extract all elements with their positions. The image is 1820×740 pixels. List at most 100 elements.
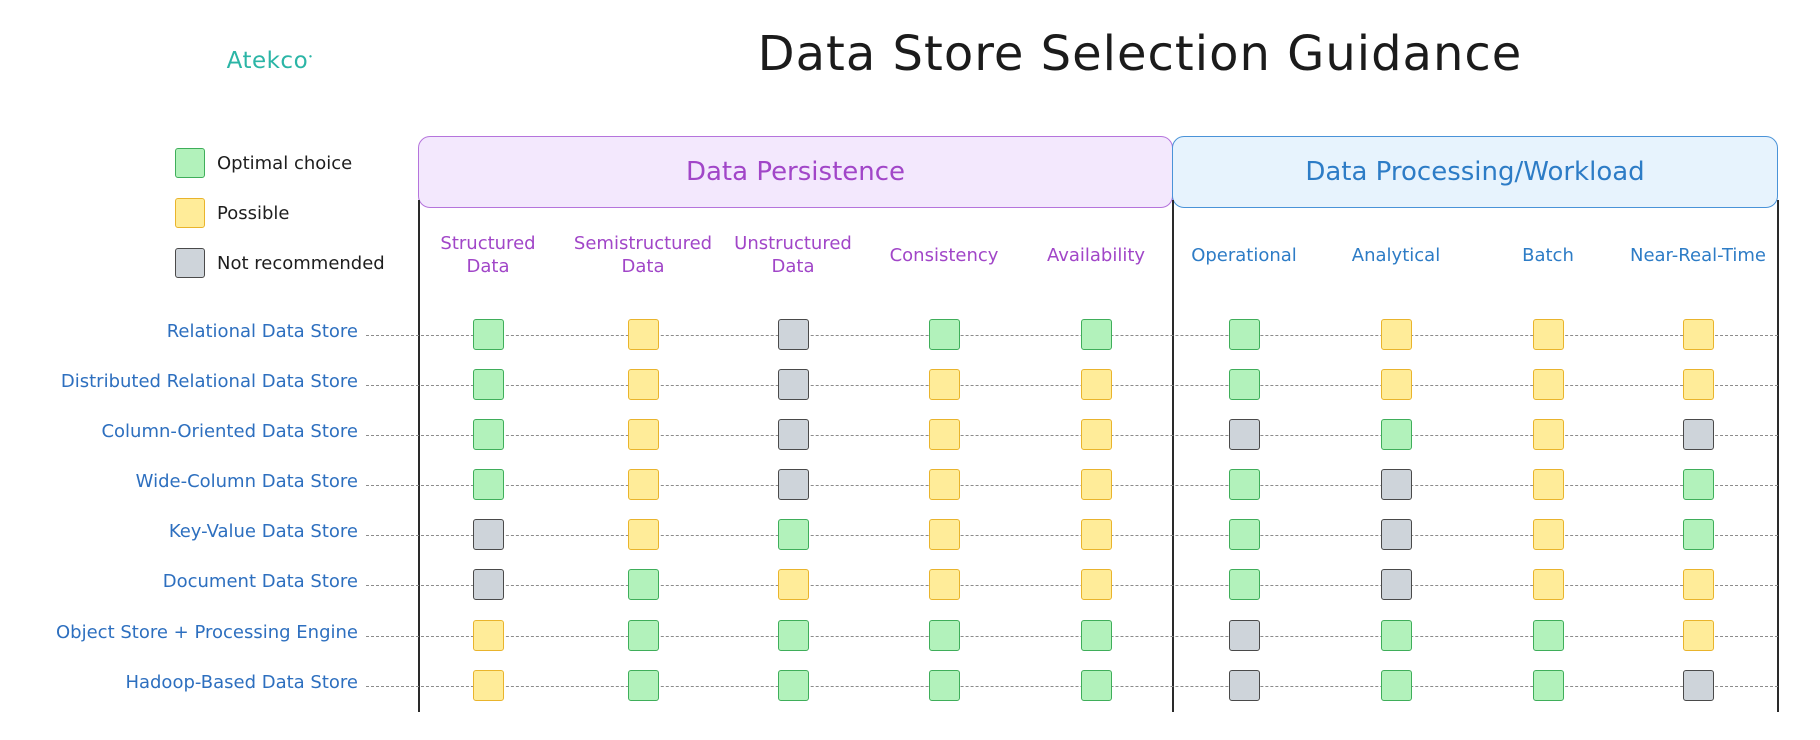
cell-optimal [473,319,504,350]
column-header-analytical: Analytical [1351,245,1441,266]
atekco-logo: Atekco• [200,48,340,74]
cell-possible [1533,319,1564,350]
cell-optimal [1229,469,1260,500]
cell-optimal [1683,469,1714,500]
legend-item-not-recommended: Not recommended [175,246,385,280]
cell-possible [1683,369,1714,400]
cell-not-recommended [473,569,504,600]
cell-optimal [929,319,960,350]
row-label: Object Store + Processing Engine [56,622,358,643]
cell-possible [1381,319,1412,350]
legend-swatch-not-recommended [175,248,205,278]
cell-possible [473,620,504,651]
cell-possible [1683,620,1714,651]
cell-possible [929,419,960,450]
cell-optimal [1683,519,1714,550]
cell-not-recommended [778,319,809,350]
cell-not-recommended [1229,670,1260,701]
cell-optimal [473,419,504,450]
cell-possible [929,569,960,600]
row-label: Wide-Column Data Store [135,471,358,492]
divider-middle [1172,200,1174,712]
cell-not-recommended [1381,519,1412,550]
column-header-nrt: Near-Real-Time [1629,245,1766,266]
cell-possible [1533,519,1564,550]
cell-possible [473,670,504,701]
cell-possible [778,569,809,600]
cell-optimal [929,620,960,651]
row-label: Relational Data Store [166,321,358,342]
legend-label: Not recommended [217,252,385,274]
cell-not-recommended [1229,620,1260,651]
row-guideline [366,385,1778,386]
cell-optimal [1229,519,1260,550]
cell-possible [1683,569,1714,600]
cell-optimal [1229,369,1260,400]
group-header-data-processing: Data Processing/Workload [1172,136,1778,208]
column-header-availability: Availability [1046,245,1146,266]
cell-optimal [1229,569,1260,600]
cell-possible [1081,469,1112,500]
cell-possible [628,319,659,350]
cell-optimal [778,620,809,651]
column-header-consistency: Consistency [889,245,999,266]
row-guideline [366,636,1778,637]
column-header-batch: Batch [1522,245,1574,266]
row-guideline [366,335,1778,336]
cell-not-recommended [1229,419,1260,450]
legend-item-possible: Possible [175,196,289,230]
cell-optimal [473,369,504,400]
cell-optimal [628,620,659,651]
group-header-data-persistence: Data Persistence [418,136,1173,208]
cell-possible [929,469,960,500]
cell-not-recommended [1381,569,1412,600]
cell-not-recommended [778,369,809,400]
legend-swatch-optimal [175,148,205,178]
cell-optimal [1381,620,1412,651]
cell-possible [929,369,960,400]
cell-not-recommended [1683,670,1714,701]
page-title: Data Store Selection Guidance [757,26,1523,82]
legend-label: Optimal choice [217,152,353,174]
row-label: Document Data Store [162,571,358,592]
logo-text: Atekco [226,48,309,74]
cell-possible [1081,419,1112,450]
cell-possible [1381,369,1412,400]
legend-swatch-possible [175,198,205,228]
cell-not-recommended [1683,419,1714,450]
cell-possible [1533,419,1564,450]
cell-optimal [1229,319,1260,350]
cell-possible [628,519,659,550]
logo-mark: • [308,52,314,62]
cell-possible [1081,519,1112,550]
cell-optimal [1081,670,1112,701]
cell-optimal [1381,670,1412,701]
cell-possible [628,369,659,400]
cell-optimal [628,569,659,600]
cell-optimal [1081,620,1112,651]
cell-possible [929,519,960,550]
cell-not-recommended [473,519,504,550]
cell-possible [1533,369,1564,400]
cell-optimal [628,670,659,701]
cell-possible [1081,369,1112,400]
cell-optimal [473,469,504,500]
cell-possible [628,469,659,500]
column-header-operational: Operational [1191,245,1297,266]
cell-optimal [1533,620,1564,651]
cell-not-recommended [778,469,809,500]
legend-label: Possible [217,202,290,224]
cell-optimal [1081,319,1112,350]
cell-possible [1533,469,1564,500]
cell-optimal [1381,419,1412,450]
cell-not-recommended [1381,469,1412,500]
cell-optimal [778,670,809,701]
row-guideline [366,435,1778,436]
row-guideline [366,485,1778,486]
row-label: Distributed Relational Data Store [60,371,358,392]
cell-possible [1683,319,1714,350]
cell-optimal [929,670,960,701]
row-guideline [366,535,1778,536]
